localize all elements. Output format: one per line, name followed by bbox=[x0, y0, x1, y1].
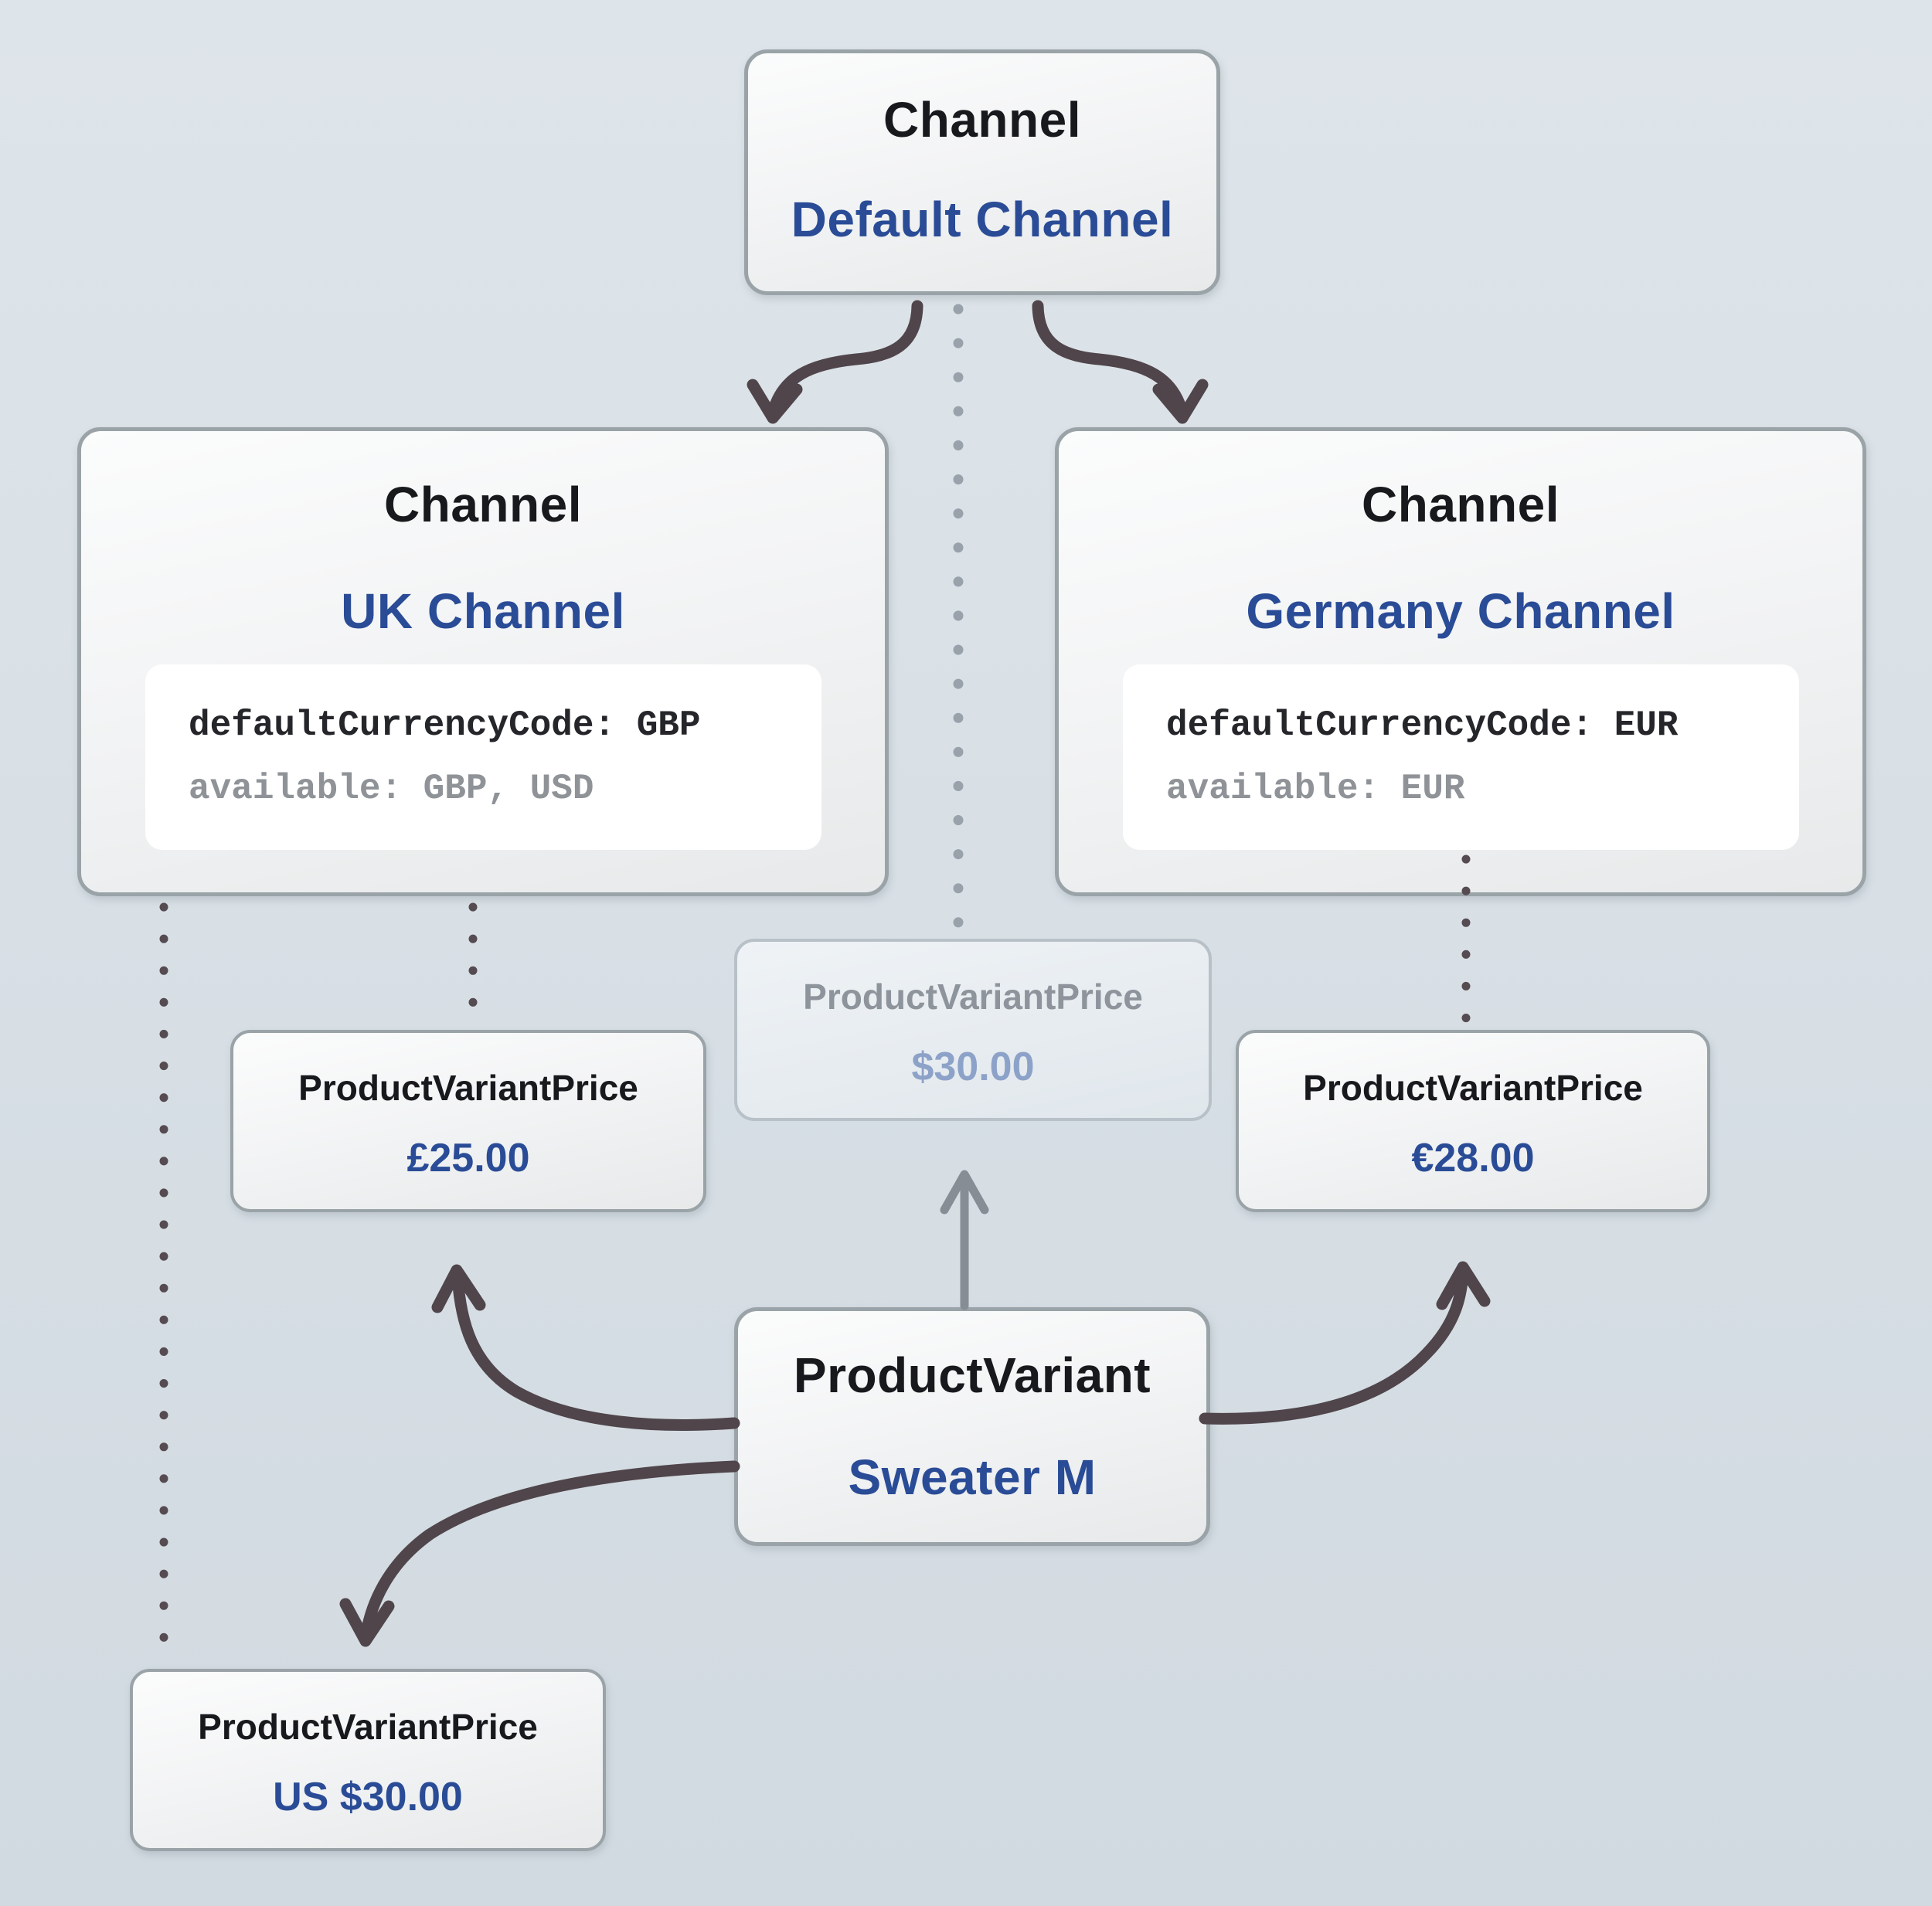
node-type-label: ProductVariant bbox=[793, 1347, 1151, 1403]
price-node-uk-usd: ProductVariantPrice US $30.00 bbox=[130, 1669, 606, 1851]
node-name-label: Sweater M bbox=[848, 1449, 1097, 1505]
default-currency-code-line: defaultCurrencyCode: EUR bbox=[1166, 705, 1679, 746]
channel-node-uk: Channel UK Channel defaultCurrencyCode: … bbox=[77, 427, 889, 896]
node-type-label: ProductVariantPrice bbox=[1303, 1068, 1643, 1108]
channel-node-germany: Channel Germany Channel defaultCurrencyC… bbox=[1055, 427, 1866, 896]
default-currency-code-line: defaultCurrencyCode: GBP bbox=[189, 705, 701, 746]
arrow-default-channel-to-germany-channel bbox=[1032, 300, 1209, 424]
node-type-label: Channel bbox=[384, 477, 582, 532]
available-currencies-line: available: EUR bbox=[1166, 769, 1465, 809]
price-value-label: $30.00 bbox=[911, 1045, 1035, 1089]
product-variant-node: ProductVariant Sweater M bbox=[734, 1307, 1210, 1546]
node-name-label: UK Channel bbox=[341, 583, 625, 639]
available-currencies-line: available: GBP, USD bbox=[189, 769, 594, 809]
price-value-label: £25.00 bbox=[406, 1136, 530, 1181]
channel-node-default: Channel Default Channel bbox=[744, 49, 1220, 295]
uk-currency-code-box: defaultCurrencyCode: GBP available: GBP,… bbox=[145, 664, 821, 850]
arrow-product-variant-to-gbp-price bbox=[431, 1264, 740, 1431]
price-node-germany-eur: ProductVariantPrice €28.00 bbox=[1236, 1030, 1710, 1212]
node-type-label: Channel bbox=[1362, 477, 1560, 532]
germany-currency-code-box: defaultCurrencyCode: EUR available: EUR bbox=[1123, 664, 1799, 850]
node-name-label: Germany Channel bbox=[1246, 583, 1675, 639]
node-name-label: Default Channel bbox=[791, 192, 1174, 247]
arrow-product-variant-to-usd-price bbox=[339, 1460, 740, 1647]
price-node-uk-gbp: ProductVariantPrice £25.00 bbox=[230, 1030, 706, 1212]
arrow-product-variant-to-eur-price bbox=[1199, 1261, 1491, 1425]
arrow-product-variant-to-default-price bbox=[940, 1170, 989, 1310]
node-type-label: ProductVariantPrice bbox=[298, 1068, 638, 1108]
price-value-label: €28.00 bbox=[1411, 1136, 1535, 1181]
node-type-label: ProductVariantPrice bbox=[803, 977, 1143, 1017]
node-type-label: Channel bbox=[883, 92, 1081, 148]
arrow-default-channel-to-uk-channel bbox=[747, 300, 923, 424]
node-type-label: ProductVariantPrice bbox=[198, 1707, 538, 1747]
price-node-default-usd-ghost: ProductVariantPrice $30.00 bbox=[734, 939, 1212, 1121]
price-value-label: US $30.00 bbox=[273, 1775, 463, 1819]
